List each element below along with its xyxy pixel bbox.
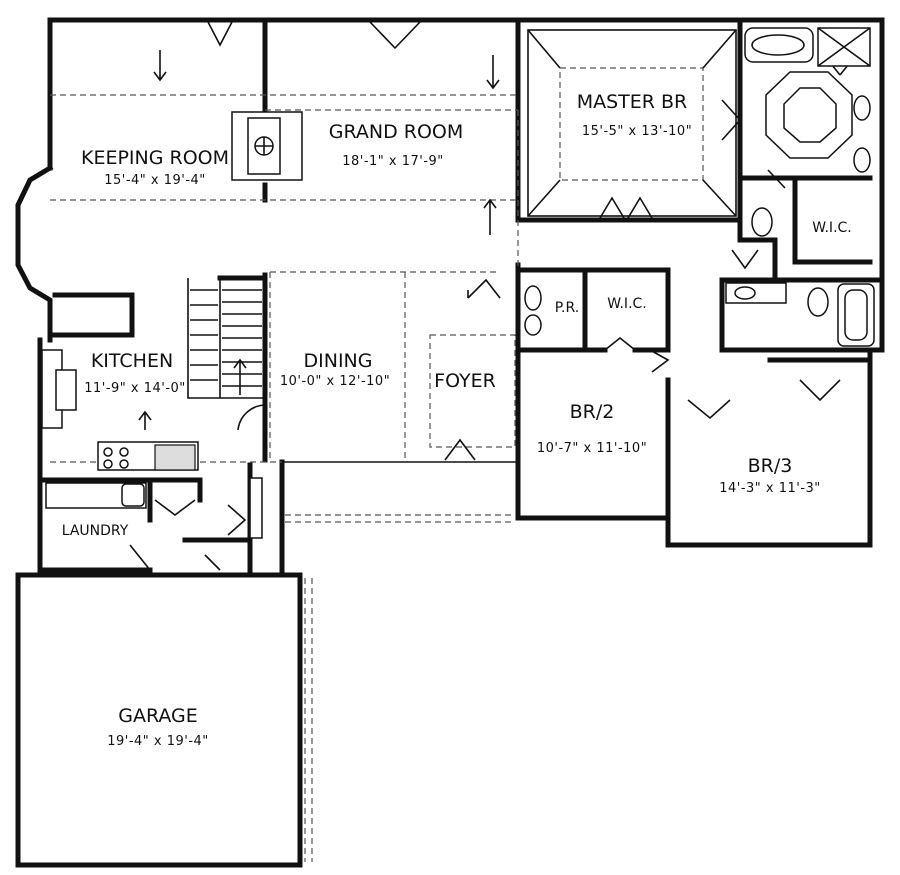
kitchen-size: 11'-9" x 14'-0": [84, 381, 186, 396]
foyer-name: FOYER: [434, 370, 496, 392]
dining-name: DINING: [304, 350, 373, 372]
dashed-lines: [50, 29, 737, 463]
grand-room-size: 18'-1" x 17'-9": [342, 154, 444, 169]
dining-size: 10'-0" x 12'-10": [280, 374, 390, 389]
master-wic-name: W.I.C.: [812, 220, 852, 236]
exterior-walls: [15, 17, 885, 868]
bath-fixtures: [524, 27, 875, 347]
direction-arrows: [153, 50, 500, 235]
stairs: [190, 289, 262, 395]
kitchen-name: KITCHEN: [91, 350, 173, 372]
br3-name: BR/3: [748, 455, 793, 477]
master-br-name: MASTER BR: [577, 91, 688, 113]
br3-size: 14'-3" x 11'-3": [719, 481, 821, 496]
interior-walls: [37, 17, 885, 543]
fireplace: [231, 111, 303, 181]
garage-size: 19'-4" x 19'-4": [107, 734, 209, 749]
hall-wic-name: W.I.C.: [607, 296, 647, 312]
room-labels: KEEPING ROOM 15'-4" x 19'-4" GRAND ROOM …: [62, 91, 852, 749]
br2-name: BR/2: [570, 401, 615, 423]
laundry-name: LAUNDRY: [62, 523, 129, 539]
garage-name: GARAGE: [118, 705, 198, 727]
master-br-size: 15'-5" x 13'-10": [582, 124, 692, 139]
br2-size: 10'-7" x 11'-10": [537, 441, 647, 456]
keeping-room-name: KEEPING ROOM: [81, 147, 229, 169]
kitchen-fixtures: [41, 349, 263, 539]
grand-room-name: GRAND ROOM: [329, 121, 464, 143]
powder-room-name: P.R.: [555, 300, 579, 316]
keeping-room-size: 15'-4" x 19'-4": [104, 173, 206, 188]
